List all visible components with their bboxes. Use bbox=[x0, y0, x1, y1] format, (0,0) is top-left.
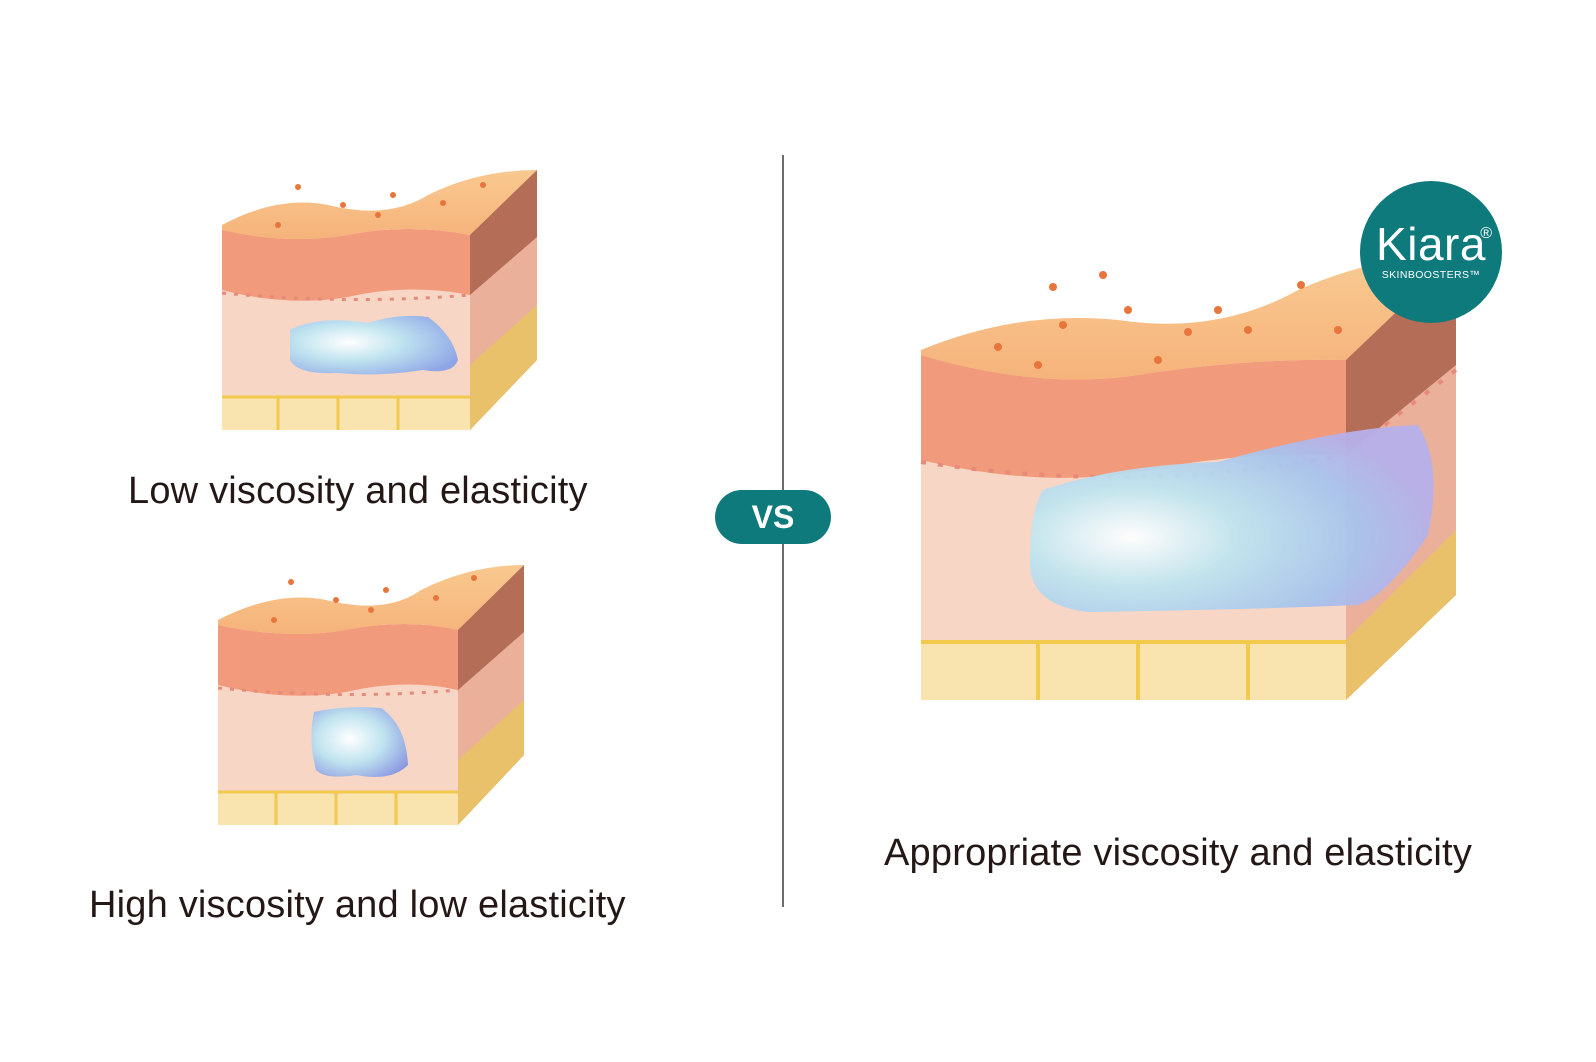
skin-block-low-viscosity bbox=[218, 165, 542, 435]
brand-logo: Kiara ® SKINBOOSTERS™ bbox=[1360, 181, 1502, 323]
skin-block-high-viscosity bbox=[216, 560, 530, 830]
brand-tagline: SKINBOOSTERS™ bbox=[1360, 269, 1502, 281]
caption-low-viscosity: Low viscosity and elasticity bbox=[128, 470, 588, 513]
registered-mark: ® bbox=[1480, 225, 1492, 243]
caption-high-viscosity: High viscosity and low elasticity bbox=[89, 884, 626, 927]
caption-appropriate: Appropriate viscosity and elasticity bbox=[884, 832, 1472, 875]
skin-block-appropriate bbox=[918, 250, 1463, 705]
vs-badge: VS bbox=[715, 490, 831, 544]
